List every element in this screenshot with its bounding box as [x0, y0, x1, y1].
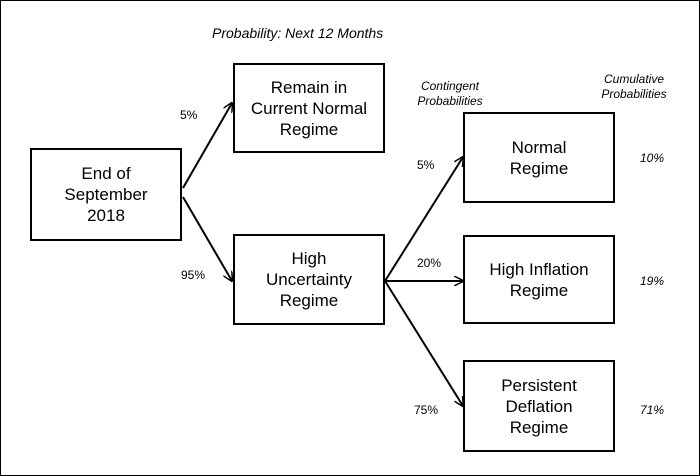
node-persistent-deflation: Persistent Deflation Regime: [463, 360, 615, 452]
edge-label-hu-to-normal: 5%: [417, 158, 435, 172]
edge-label-hu-to-inflation: 20%: [417, 256, 442, 270]
edge-label-start-to-remain: 5%: [180, 108, 198, 122]
edge-hu-to-normal: [384, 157, 463, 282]
cumulative-normal: 10%: [640, 151, 665, 165]
edge-label-hu-to-deflation: 75%: [414, 403, 439, 417]
node-remain-current-normal: Remain in Current Normal Regime: [233, 63, 385, 153]
header-cumulative-probabilities: Cumulative Probabilities: [601, 72, 667, 101]
node-normal-regime: Normal Regime: [463, 112, 615, 203]
header-contingent-probabilities: Contingent Probabilities: [417, 79, 483, 108]
node-start: End of September 2018: [30, 148, 182, 241]
node-high-inflation: High Inflation Regime: [463, 235, 615, 324]
edge-start-to-remain: [182, 103, 232, 189]
node-high-uncertainty: High Uncertainty Regime: [233, 234, 385, 325]
diagram-title: Probability: Next 12 Months: [212, 25, 384, 41]
edge-start-to-high-uncertainty: [182, 196, 232, 281]
cumulative-high-inflation: 19%: [640, 274, 665, 288]
cumulative-deflation: 71%: [640, 403, 665, 417]
edge-hu-to-deflation: [384, 280, 463, 406]
edge-label-start-to-high-uncertainty: 95%: [181, 268, 206, 282]
